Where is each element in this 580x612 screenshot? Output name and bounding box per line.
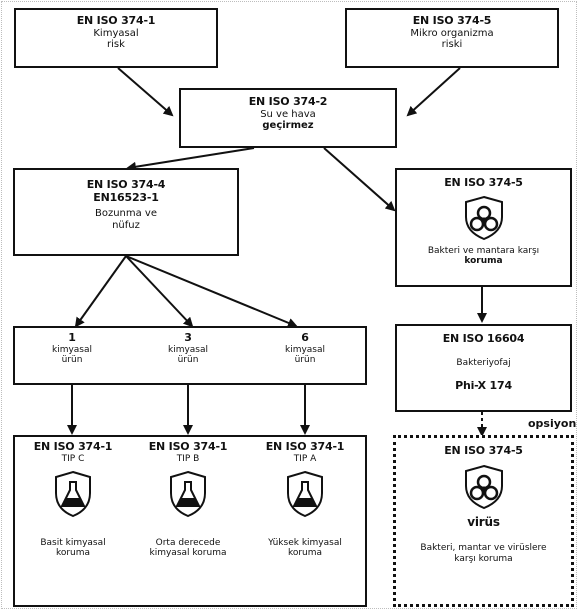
bacteria-fungi-box: EN ISO 374-5 Bakteri ve mantara karşı ko… xyxy=(395,168,572,287)
arrow-chem-to-6 xyxy=(125,255,298,328)
chemical-risk-line2: risk xyxy=(107,39,125,51)
chemical-risk-line1: Kimyasal xyxy=(93,27,139,39)
degradation-code-1: EN ISO 374-4 xyxy=(86,178,166,191)
type-b: EN ISO 374-1 TIP B Orta derecede kimyasa… xyxy=(132,440,244,559)
degradation-line1: Bozunma ve xyxy=(94,208,158,220)
product-3-line1: kimyasal xyxy=(167,344,209,355)
degradation-code-2: EN16523-1 xyxy=(93,190,159,204)
bacteriophage-line2: Phi-X 174 xyxy=(455,378,512,392)
protection-types-box xyxy=(13,435,367,607)
arrow-middle-to-chem xyxy=(126,147,255,172)
penetration-line1: Su ve hava xyxy=(260,108,316,120)
type-b-code: EN ISO 374-1 xyxy=(148,440,228,453)
type-b-line1: Orta derecede xyxy=(155,537,221,548)
biohazard-icon xyxy=(464,464,503,509)
type-c-line2: koruma xyxy=(55,548,91,559)
bacteriophage-line1: Bakteriyofaj xyxy=(456,357,511,368)
virus-protection-code: EN ISO 374-5 xyxy=(444,444,523,457)
product-6-line1: kimyasal xyxy=(284,344,326,355)
type-a: EN ISO 374-1 TIP A Yüksek kimyasal korum… xyxy=(249,440,361,559)
arrow-micro-to-middle xyxy=(406,67,461,117)
type-a-line2: koruma xyxy=(287,548,323,559)
product-3: 3 kimyasal ürün xyxy=(136,331,240,365)
microorganism-risk-line1: Mikro organizma xyxy=(410,27,494,39)
optional-label: opsiyon xyxy=(528,417,577,430)
product-3-number: 3 xyxy=(184,331,192,344)
virus-protection-box: EN ISO 374-5 virüs Bakteri, mantar ve vi… xyxy=(393,435,574,607)
product-1: 1 kimyasal ürün xyxy=(20,331,124,365)
product-6-line2: ürün xyxy=(294,354,316,365)
arrow-chem-to-3 xyxy=(125,255,194,328)
chemical-flask-icon xyxy=(170,470,206,518)
bacteria-fungi-line2: koruma xyxy=(464,255,503,266)
chemical-flask-icon xyxy=(55,470,91,518)
penetration-box: EN ISO 374-2 Su ve hava geçirmez xyxy=(179,88,397,148)
bacteria-fungi-code: EN ISO 374-5 xyxy=(444,176,523,189)
degradation-box: EN ISO 374-4 EN16523-1 Bozunma ve nüfuz xyxy=(13,168,239,256)
chemical-risk-code: EN ISO 374-1 xyxy=(76,14,156,27)
product-6: 6 kimyasal ürün xyxy=(253,331,357,365)
virus-protection-line1: Bakteri, mantar ve virüslere xyxy=(420,543,547,554)
product-1-number: 1 xyxy=(68,331,76,344)
product-3-line2: ürün xyxy=(177,354,199,365)
type-b-tip: TIP B xyxy=(176,453,200,464)
type-b-line2: kimyasal koruma xyxy=(149,548,227,559)
virus-label: virüs xyxy=(467,514,500,529)
penetration-code: EN ISO 374-2 xyxy=(248,95,328,108)
type-a-line1: Yüksek kimyasal xyxy=(268,537,342,548)
chemical-risk-box: EN ISO 374-1 Kimyasal risk xyxy=(14,8,218,68)
arrow-middle-to-bio xyxy=(323,147,396,212)
bacteriophage-box: EN ISO 16604 Bakteriyofaj Phi-X 174 xyxy=(395,324,572,412)
biohazard-icon xyxy=(464,195,503,240)
arrow-risk-to-middle xyxy=(117,67,174,117)
type-c-line1: Basit kimyasal xyxy=(40,537,106,548)
type-c-tip: TIP C xyxy=(61,453,85,464)
virus-protection-line2: karşı koruma xyxy=(454,553,513,564)
microorganism-risk-line2: riski xyxy=(441,39,463,51)
type-c: EN ISO 374-1 TIP C Basit kimyasal koruma xyxy=(17,440,129,559)
chemical-products-box xyxy=(13,326,367,385)
type-a-code: EN ISO 374-1 xyxy=(265,440,345,453)
bacteria-fungi-line1: Bakteri ve mantara karşı xyxy=(427,245,540,256)
product-1-line1: kimyasal xyxy=(51,344,93,355)
microorganism-risk-box: EN ISO 374-5 Mikro organizma riski xyxy=(345,8,559,68)
degradation-line2: nüfuz xyxy=(112,219,140,231)
product-6-number: 6 xyxy=(301,331,309,344)
product-1-line2: ürün xyxy=(61,354,83,365)
type-a-tip: TIP A xyxy=(293,453,317,464)
chemical-flask-icon xyxy=(287,470,323,518)
penetration-line2: geçirmez xyxy=(262,120,314,132)
bacteriophage-code: EN ISO 16604 xyxy=(442,332,525,345)
arrow-chem-to-1 xyxy=(74,255,127,328)
microorganism-risk-code: EN ISO 374-5 xyxy=(412,14,492,27)
type-c-code: EN ISO 374-1 xyxy=(33,440,113,453)
